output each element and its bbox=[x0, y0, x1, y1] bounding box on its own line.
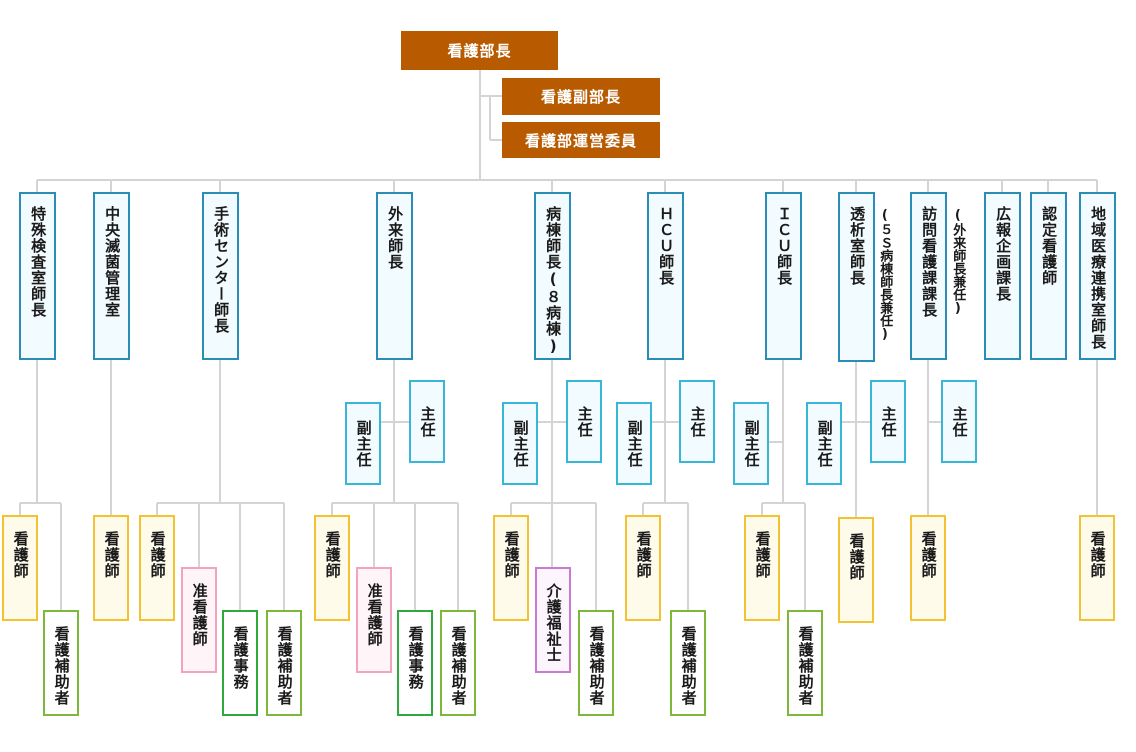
nurse-ward: 看護師 bbox=[493, 515, 529, 621]
head-ward-label: 病棟師長(８病棟) bbox=[544, 206, 563, 356]
assoc-nurse-surgery: 准看護師 bbox=[181, 567, 217, 673]
nurse-label: 看護師 bbox=[11, 531, 30, 579]
chief-label: 主任 bbox=[575, 405, 594, 438]
aide-label: 看護補助者 bbox=[275, 626, 294, 706]
aide-label: 看護補助者 bbox=[796, 626, 815, 706]
chief-label: 主任 bbox=[688, 405, 707, 438]
head-visiting-label: 訪問看護課課長 bbox=[920, 206, 939, 318]
aide-ward: 看護補助者 bbox=[578, 610, 614, 716]
aide-hcu: 看護補助者 bbox=[670, 610, 706, 716]
chief-outpatient: 主任 bbox=[409, 380, 445, 463]
head-sterile-label: 中央滅菌管理室 bbox=[103, 206, 122, 318]
chief-dialysis: 主任 bbox=[870, 380, 906, 463]
chief-hcu: 主任 bbox=[679, 380, 715, 463]
aide-label: 看護補助者 bbox=[449, 626, 468, 706]
head-hcu-label: ＨＣＵ師長 bbox=[657, 206, 676, 286]
committee-box: 看護部運営委員 bbox=[502, 122, 660, 158]
aide-icu: 看護補助者 bbox=[787, 610, 823, 716]
clerk-label: 看護事務 bbox=[231, 626, 250, 690]
nurse-label: 看護師 bbox=[919, 531, 938, 579]
head-surgery-label: 手術センター師長 bbox=[212, 206, 231, 334]
head-visiting: 訪問看護課課長 bbox=[910, 192, 947, 360]
aide-label: 看護補助者 bbox=[679, 626, 698, 706]
head-icu-label: ＩＣＵ師長 bbox=[775, 206, 794, 286]
nurse-label: 看護師 bbox=[102, 531, 121, 579]
nurse-label: 看護師 bbox=[634, 531, 653, 579]
head-surgery: 手術センター師長 bbox=[202, 192, 239, 360]
nurse-label: 看護師 bbox=[148, 531, 167, 579]
head-outpatient: 外来師長 bbox=[376, 192, 413, 360]
aide-special-exam: 看護補助者 bbox=[43, 610, 79, 716]
care-worker-label: 介護福祉士 bbox=[544, 583, 563, 663]
nurse-label: 看護師 bbox=[323, 531, 342, 579]
aide-outpatient: 看護補助者 bbox=[440, 610, 476, 716]
vice-chief-ward: 副主任 bbox=[502, 402, 538, 485]
nurse-icu: 看護師 bbox=[744, 515, 780, 621]
chief-ward: 主任 bbox=[566, 380, 602, 463]
head-pr-label: 広報企画課長 bbox=[994, 206, 1013, 302]
head-ward: 病棟師長(８病棟) bbox=[534, 192, 571, 360]
nurse-sterile: 看護師 bbox=[93, 515, 129, 621]
vice-chief-label: 副主任 bbox=[742, 419, 761, 468]
head-special-exam: 特殊検査室師長 bbox=[19, 192, 56, 360]
head-certified: 認定看護師 bbox=[1030, 192, 1067, 360]
vice-chief-label: 副主任 bbox=[354, 419, 373, 468]
vice-chief-label: 副主任 bbox=[511, 419, 530, 468]
nurse-label: 看護師 bbox=[753, 531, 772, 579]
nurse-dialysis: 看護師 bbox=[838, 517, 874, 623]
vice-chief-hcu: 副主任 bbox=[616, 402, 652, 485]
head-icu: ＩＣＵ師長 bbox=[765, 192, 802, 360]
chief-label: 主任 bbox=[879, 405, 898, 438]
aide-surgery: 看護補助者 bbox=[266, 610, 302, 716]
nurse-label: 看護師 bbox=[847, 533, 866, 581]
vice-chief-label: 副主任 bbox=[815, 419, 834, 468]
head-dialysis-label: 透析室師長 bbox=[848, 206, 867, 286]
vice-chief-label: 副主任 bbox=[625, 419, 644, 468]
head-sterile: 中央滅菌管理室 bbox=[93, 192, 130, 360]
dialysis-concurrent-note: (５Ｓ病棟師長兼任) bbox=[877, 208, 893, 342]
aide-label: 看護補助者 bbox=[587, 626, 606, 706]
assoc-nurse-outpatient: 准看護師 bbox=[356, 567, 392, 673]
head-pr: 広報企画課長 bbox=[984, 192, 1021, 360]
head-outpatient-label: 外来師長 bbox=[386, 206, 405, 270]
nurse-surgery: 看護師 bbox=[139, 515, 175, 621]
director-box: 看護部長 bbox=[401, 31, 558, 70]
clerk-outpatient: 看護事務 bbox=[397, 610, 433, 716]
nurse-label: 看護師 bbox=[1088, 531, 1107, 579]
vice-chief-icu: 副主任 bbox=[733, 402, 769, 485]
head-regional-label: 地域医療連携室師長 bbox=[1089, 206, 1108, 350]
chief-visiting: 主任 bbox=[941, 380, 977, 463]
head-certified-label: 認定看護師 bbox=[1040, 206, 1059, 286]
nurse-regional: 看護師 bbox=[1079, 515, 1115, 621]
head-hcu: ＨＣＵ師長 bbox=[647, 192, 684, 360]
head-special-exam-label: 特殊検査室師長 bbox=[29, 206, 48, 318]
head-regional: 地域医療連携室師長 bbox=[1079, 192, 1116, 360]
vice-chief-dialysis: 副主任 bbox=[806, 402, 842, 485]
nurse-outpatient: 看護師 bbox=[314, 515, 350, 621]
aide-label: 看護補助者 bbox=[52, 626, 71, 706]
head-dialysis: 透析室師長 bbox=[838, 192, 875, 362]
nurse-special-exam: 看護師 bbox=[2, 515, 38, 621]
nurse-hcu: 看護師 bbox=[625, 515, 661, 621]
clerk-surgery: 看護事務 bbox=[222, 610, 258, 716]
deputy-director-box: 看護副部長 bbox=[502, 78, 660, 115]
chief-label: 主任 bbox=[950, 405, 969, 438]
chief-label: 主任 bbox=[418, 405, 437, 438]
care-worker-ward: 介護福祉士 bbox=[535, 567, 571, 673]
nurse-visiting: 看護師 bbox=[910, 515, 946, 621]
vice-chief-outpatient: 副主任 bbox=[345, 402, 381, 485]
clerk-label: 看護事務 bbox=[406, 626, 425, 690]
nurse-label: 看護師 bbox=[502, 531, 521, 579]
assoc-nurse-label: 准看護師 bbox=[190, 583, 209, 647]
visiting-concurrent-note: (外来師長兼任) bbox=[950, 208, 966, 316]
assoc-nurse-label: 准看護師 bbox=[365, 583, 384, 647]
